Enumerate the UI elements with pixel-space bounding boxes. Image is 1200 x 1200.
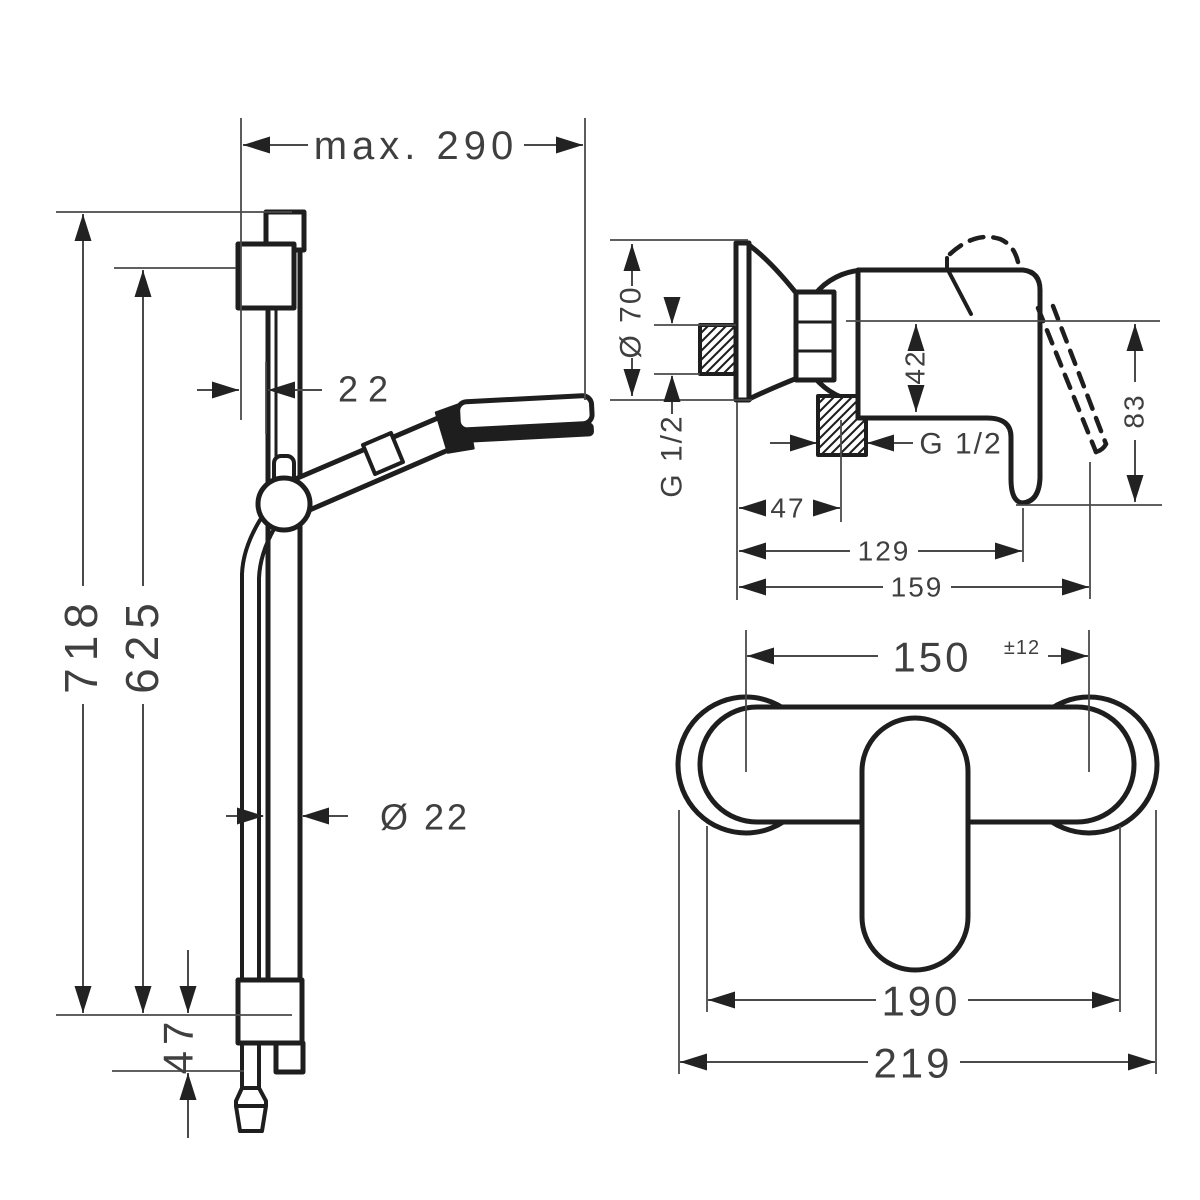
dim-rail-diameter: Ø 22 [380,797,470,838]
hose-cone [234,1086,268,1108]
rail-bottom-cap [273,1040,306,1075]
escutcheon-cone [746,242,803,402]
upper-wall-bracket [235,241,297,311]
holder-pivot [255,475,313,533]
head-spray-face [463,422,594,443]
rail-dimensions: max. 290 22 718 625 Ø 22 47 [55,118,586,1138]
dim-wall-to-outlet-47: 47 [770,493,805,524]
dim-rail-total-height: 718 [55,596,107,694]
connection-neck [793,289,837,383]
view-mixer-front [675,694,1160,973]
dim-total-width-219: 219 [873,1040,952,1087]
view-mixer-side [698,234,1109,506]
dim-rail-bottom-offset: 47 [155,1016,202,1075]
dim-inlet-thread: G 1/2 [656,414,689,497]
hose-left-edge [240,518,262,1093]
lower-wall-bracket [235,977,305,1046]
dim-rail-bar-height: 625 [116,596,168,694]
dim-body-width-190: 190 [881,978,960,1025]
wall-plate [733,240,752,403]
dim-drop-42: 42 [900,349,931,384]
dim-rail-offset: 22 [338,369,398,410]
hose-nut [234,1104,268,1133]
hose-right-edge [257,527,276,1093]
view-shower-rail [234,209,595,1133]
mixer-front-dimensions: 150 ±12 190 219 [678,630,1157,1087]
shower-head [434,393,595,454]
dim-wall-to-handle-129: 129 [858,536,911,567]
wand-joint-nut [361,431,405,476]
mixer-lever-front [859,715,971,973]
mixer-side-dimensions: Ø 70 G 1/2 42 83 G 1/2 47 [610,239,1162,603]
dim-outlet-thread: G 1/2 [919,428,1002,461]
dim-below-center-83: 83 [1119,393,1150,428]
lever-open-position-dashed [947,234,1109,455]
dim-rail-max-width: max. 290 [314,124,519,168]
dim-total-depth-159: 159 [891,572,944,603]
mixer-body-and-lever [855,267,1043,506]
dim-connection-centers-150: 150 [892,634,971,681]
dim-connection-tolerance: ±12 [1004,637,1040,659]
lever-parting-line [947,270,973,316]
dim-escutcheon-diameter: Ø 70 [615,285,648,358]
